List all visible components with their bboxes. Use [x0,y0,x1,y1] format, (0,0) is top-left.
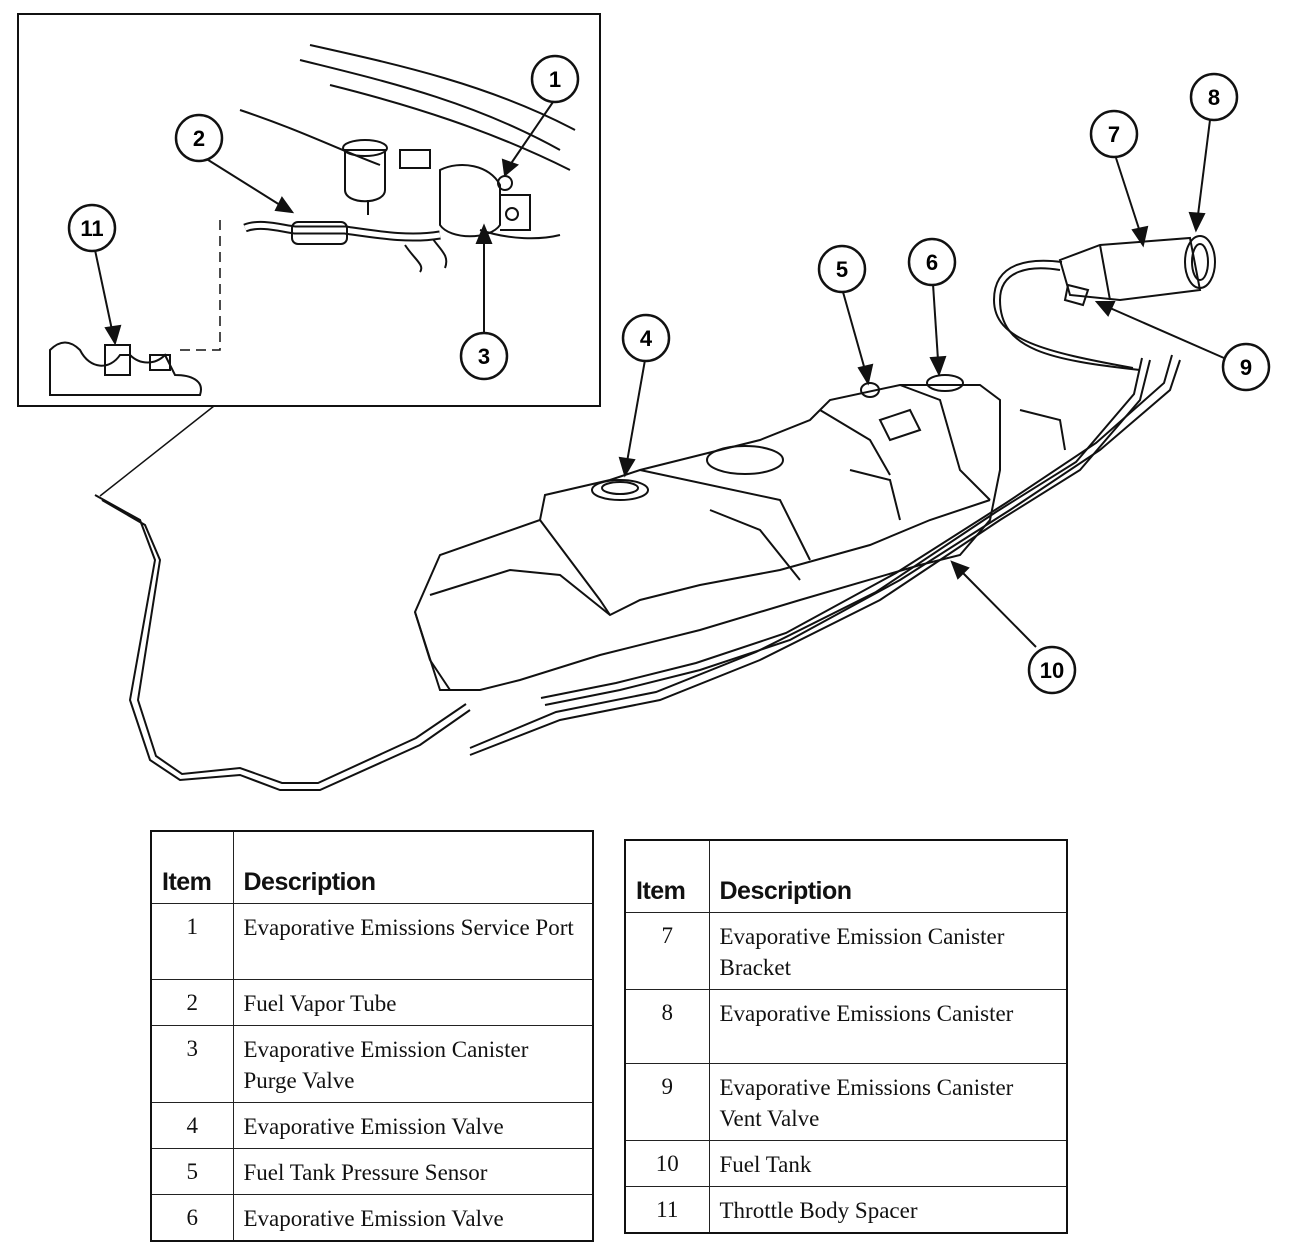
table-row: 6 Evaporative Emission Valve [150,1193,594,1241]
item-number: 5 [150,1147,234,1195]
item-description: Evaporative Emission Valve [232,1193,594,1241]
callout-5: 5 [817,244,867,294]
item-description: Evaporative Emissions Service Port [232,902,594,980]
table-header-row: Item Description [150,830,594,904]
inset-leader-line [99,405,215,497]
callout-9: 9 [1221,342,1271,392]
item-description: Throttle Body Spacer [708,1185,1068,1233]
item-number: 3 [150,1024,234,1103]
parts-legend-table-left: Item Description 1 Evaporative Emissions… [150,830,594,1242]
description-header: Description [708,839,1068,913]
inset-frame [17,13,601,407]
item-description: Fuel Tank [708,1139,1068,1187]
table-header-row: Item Description [624,839,1068,913]
item-number: 1 [150,902,234,980]
item-header: Item [624,839,710,913]
svg-text:5: 5 [836,257,848,282]
item-description: Fuel Tank Pressure Sensor [232,1147,594,1195]
item-number: 8 [624,988,710,1064]
table-row: 1 Evaporative Emissions Service Port [150,902,594,980]
callout-7: 7 [1089,109,1139,159]
callout-2: 2 [174,113,224,163]
table-row: 2 Fuel Vapor Tube [150,978,594,1026]
callout-10: 10 [1027,645,1077,695]
description-header: Description [232,830,594,904]
callout-8: 8 [1189,72,1239,122]
callout-1: 1 [530,54,580,104]
item-number: 7 [624,911,710,990]
callout-11: 11 [67,203,117,253]
callout-leaders [94,101,1225,648]
callout-6: 6 [907,237,957,287]
item-number: 9 [624,1062,710,1141]
callout-3: 3 [459,331,509,381]
item-number: 4 [150,1101,234,1149]
svg-text:3: 3 [478,344,490,369]
fuel-lines [94,259,1181,791]
table-row: 11 Throttle Body Spacer [624,1185,1068,1233]
item-description: Evaporative Emissions Canister Vent Valv… [708,1062,1068,1141]
svg-text:4: 4 [640,326,653,351]
svg-text:7: 7 [1108,122,1120,147]
callout-bubbles: 1 2 3 4 5 6 7 8 9 10 11 [67,54,1271,695]
parts-legend-table-right: Item Description 7 Evaporative Emission … [624,839,1068,1234]
item-description: Evaporative Emissions Canister [708,988,1068,1064]
item-header: Item [150,830,234,904]
item-description: Evaporative Emission Canister Bracket [708,911,1068,990]
item-number: 6 [150,1193,234,1241]
callout-4: 4 [621,313,671,363]
svg-text:8: 8 [1208,85,1220,110]
item-description: Fuel Vapor Tube [232,978,594,1026]
table-row: 3 Evaporative Emission Canister Purge Va… [150,1024,594,1103]
item-number: 2 [150,978,234,1026]
fuel-tank-drawing [413,374,1001,691]
inset-engine-detail [49,44,576,396]
svg-text:2: 2 [193,126,205,151]
table-row: 10 Fuel Tank [624,1139,1068,1187]
item-description: Evaporative Emission Valve [232,1101,594,1149]
svg-text:10: 10 [1040,658,1064,683]
svg-text:6: 6 [926,250,938,275]
table-row: 5 Fuel Tank Pressure Sensor [150,1147,594,1195]
evap-system-diagram: 1 2 3 4 5 6 7 8 9 10 11 [17,13,1271,791]
item-number: 11 [624,1185,710,1233]
canister-drawing [1058,235,1216,307]
table-row: 4 Evaporative Emission Valve [150,1101,594,1149]
svg-text:1: 1 [549,67,561,92]
table-row: 7 Evaporative Emission Canister Bracket [624,911,1068,990]
item-number: 10 [624,1139,710,1187]
item-description: Evaporative Emission Canister Purge Valv… [232,1024,594,1103]
table-row: 8 Evaporative Emissions Canister [624,988,1068,1064]
svg-text:11: 11 [80,216,103,241]
table-row: 9 Evaporative Emissions Canister Vent Va… [624,1062,1068,1141]
svg-text:9: 9 [1240,355,1252,380]
